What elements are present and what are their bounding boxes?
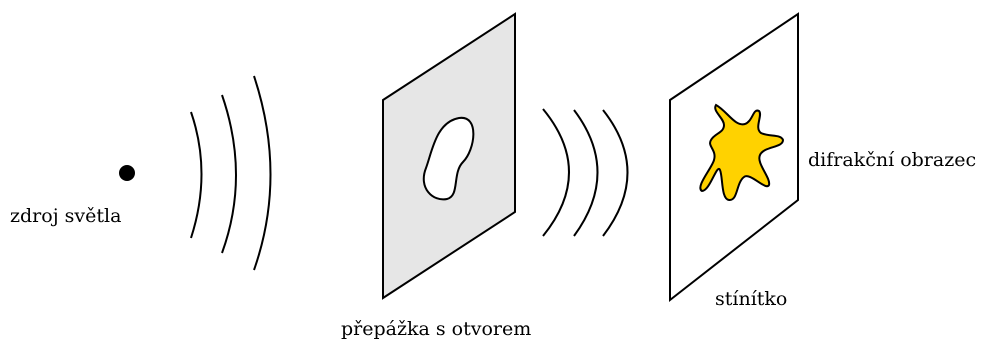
diffracted-wave-2 bbox=[574, 110, 598, 236]
label-light-source: zdroj světla bbox=[10, 205, 121, 227]
light-source-dot bbox=[119, 165, 135, 181]
diffracted-wavefronts bbox=[543, 109, 628, 236]
label-diffraction-pattern: difrakční obrazec bbox=[808, 149, 976, 171]
label-screen: stínítko bbox=[715, 288, 787, 310]
diffracted-wave-3 bbox=[603, 110, 628, 236]
label-barrier: přepážka s otvorem bbox=[341, 318, 531, 340]
wavefront-2 bbox=[222, 95, 236, 253]
wavefront-3 bbox=[254, 76, 271, 270]
diffracted-wave-1 bbox=[543, 109, 569, 236]
wavefront-1 bbox=[191, 112, 202, 238]
incident-wavefronts bbox=[191, 76, 271, 270]
